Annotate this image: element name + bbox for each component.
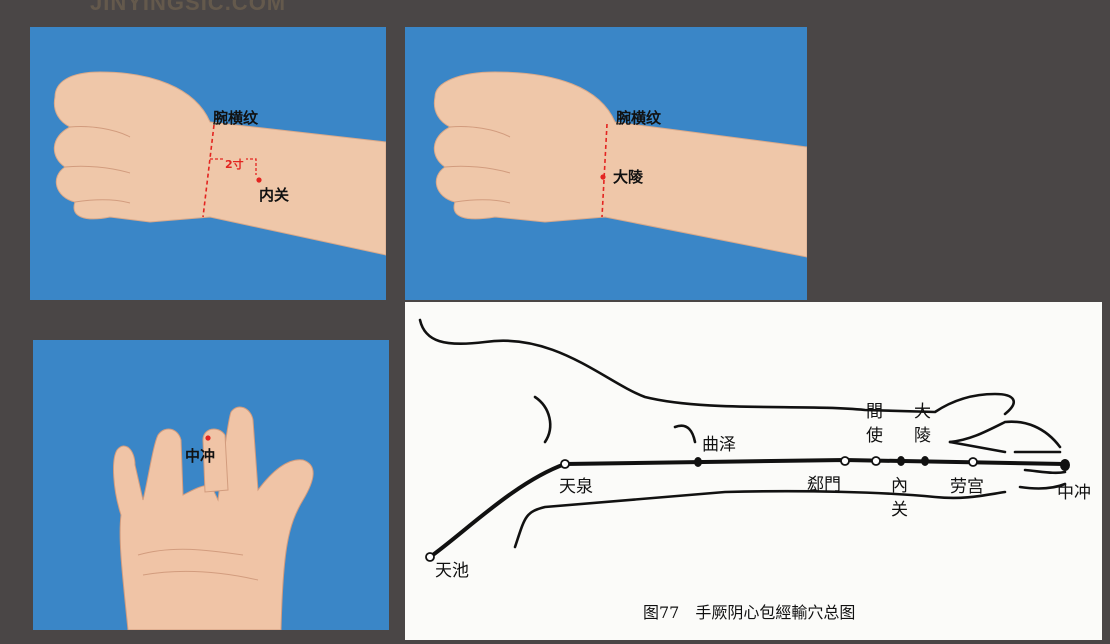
wrist-crease-line: [202, 124, 215, 218]
distance-label: 2寸: [223, 156, 246, 172]
neiguan-marker: [256, 177, 262, 183]
daling-label: 大陵: [613, 168, 644, 186]
laogong-point: [968, 457, 978, 467]
photo-daling: 腕横纹 大陵: [405, 27, 807, 300]
photo-zhongchong: 中冲: [33, 340, 389, 630]
zhongchong-label: 中冲: [185, 447, 216, 465]
tianchi-point: [425, 552, 435, 562]
jianshi-point: [871, 456, 881, 466]
diagram-label-tianchi: 天池: [435, 561, 469, 581]
crease-label: 腕横纹: [616, 109, 662, 127]
diagram-label-zhongchong: 中冲: [1057, 483, 1091, 503]
zhongchong-marker: [205, 435, 211, 441]
diagram-label-quze: 曲泽: [702, 435, 736, 455]
neiguan-point: [897, 456, 905, 466]
diagram-label-daling: 大陵: [914, 402, 931, 446]
daling-point: [921, 456, 929, 466]
wrist-illustration-1: [53, 71, 386, 256]
arm-outline: [418, 318, 1070, 562]
wrist-illustration-2: [433, 71, 807, 258]
quze-point: [694, 457, 702, 467]
daling-marker: [600, 174, 606, 180]
tianquan-point: [560, 459, 570, 469]
crease-label: 腕横纹: [213, 109, 259, 127]
diagram-caption: 图77 手厥阴心包經輸穴总图: [643, 603, 856, 622]
ximen-point: [840, 456, 850, 466]
diagram-label-tianquan: 天泉: [559, 477, 593, 497]
diagram-label-laogong: 劳宫: [950, 477, 984, 497]
neiguan-label: 内关: [259, 186, 290, 204]
meridian-diagram: 天池 天泉 曲泽 郄門 間使 內关 大陵 劳宫 中冲 图77 手厥阴心包經輸穴总…: [405, 302, 1102, 640]
diagram-label-neiguan: 內关: [891, 476, 908, 520]
watermark: JINYINGSIC.COM: [90, 0, 287, 15]
wrist-crease-line: [601, 123, 608, 218]
diagram-label-ximen: 郄門: [807, 475, 841, 495]
hand-illustration: [113, 406, 314, 630]
photo-neiguan: 腕横纹 2寸 内关: [30, 27, 386, 300]
diagram-label-jianshi: 間使: [866, 402, 883, 446]
zhongchong-point: [1060, 459, 1070, 471]
